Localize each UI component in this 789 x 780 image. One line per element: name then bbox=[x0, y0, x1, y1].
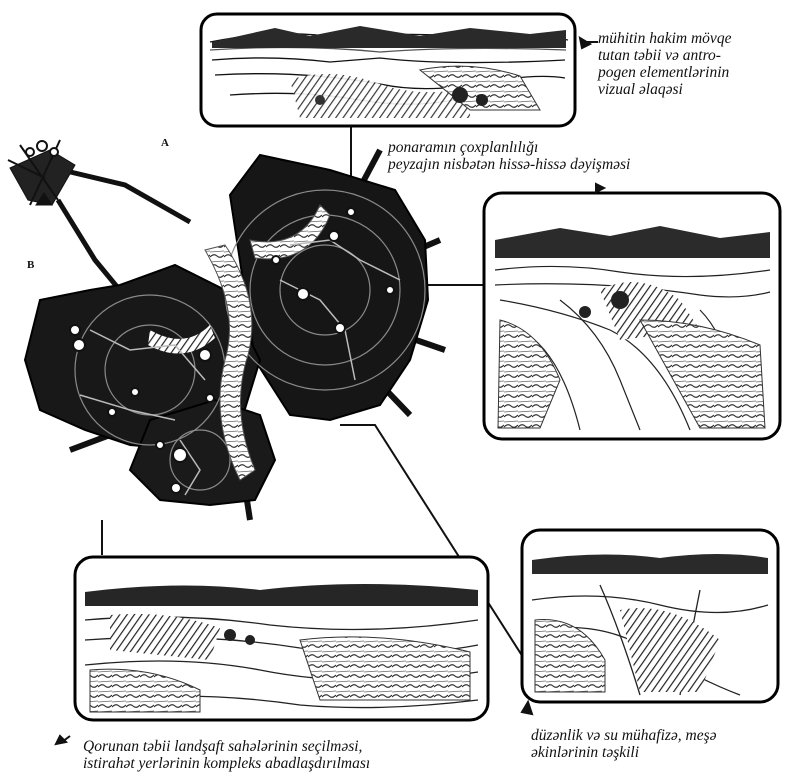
caption-top-right: mühitin hakim mövqe tutan təbii və antro… bbox=[598, 30, 731, 98]
caption-line: düzənlik və su mühafizə, meşə bbox=[531, 727, 717, 744]
caption-line: vizual əlaqəsi bbox=[598, 81, 731, 98]
panorama-bottom-left bbox=[75, 557, 488, 720]
plan-sector-a bbox=[230, 155, 428, 420]
connector-small-plan bbox=[62, 170, 190, 222]
panorama-bottom-right bbox=[522, 530, 778, 702]
caption-line: peyzajın nisbətən hissə-hissə dəyişməsi bbox=[388, 156, 630, 173]
caption-bottom-left: Qorunan təbii landşaft sahələrinin seçil… bbox=[83, 738, 370, 772]
caption-line: ponaramın çoxplanlılığı bbox=[388, 139, 630, 156]
small-site-plan bbox=[8, 140, 75, 205]
caption-line: istirahət yerlərinin kompleks abadlaşdır… bbox=[83, 755, 370, 772]
caption-line: əkinlərinin təşkili bbox=[531, 744, 717, 761]
caption-line: mühitin hakim mövqe bbox=[598, 30, 731, 47]
caption-line: Qorunan təbii landşaft sahələrinin seçil… bbox=[83, 738, 370, 755]
caption-middle: ponaramın çoxplanlılığı peyzajın nisbətə… bbox=[388, 139, 630, 173]
master-plan bbox=[25, 150, 445, 520]
panorama-top bbox=[201, 14, 575, 126]
panorama-right bbox=[484, 193, 780, 439]
caption-line: tutan təbii və antro- bbox=[598, 47, 731, 64]
caption-bottom-right: düzənlik və su mühafizə, meşə əkinlərini… bbox=[531, 727, 717, 761]
marker-a: A bbox=[161, 137, 169, 149]
marker-b: B bbox=[27, 259, 34, 271]
caption-line: pogen elementlərinin bbox=[598, 64, 731, 81]
